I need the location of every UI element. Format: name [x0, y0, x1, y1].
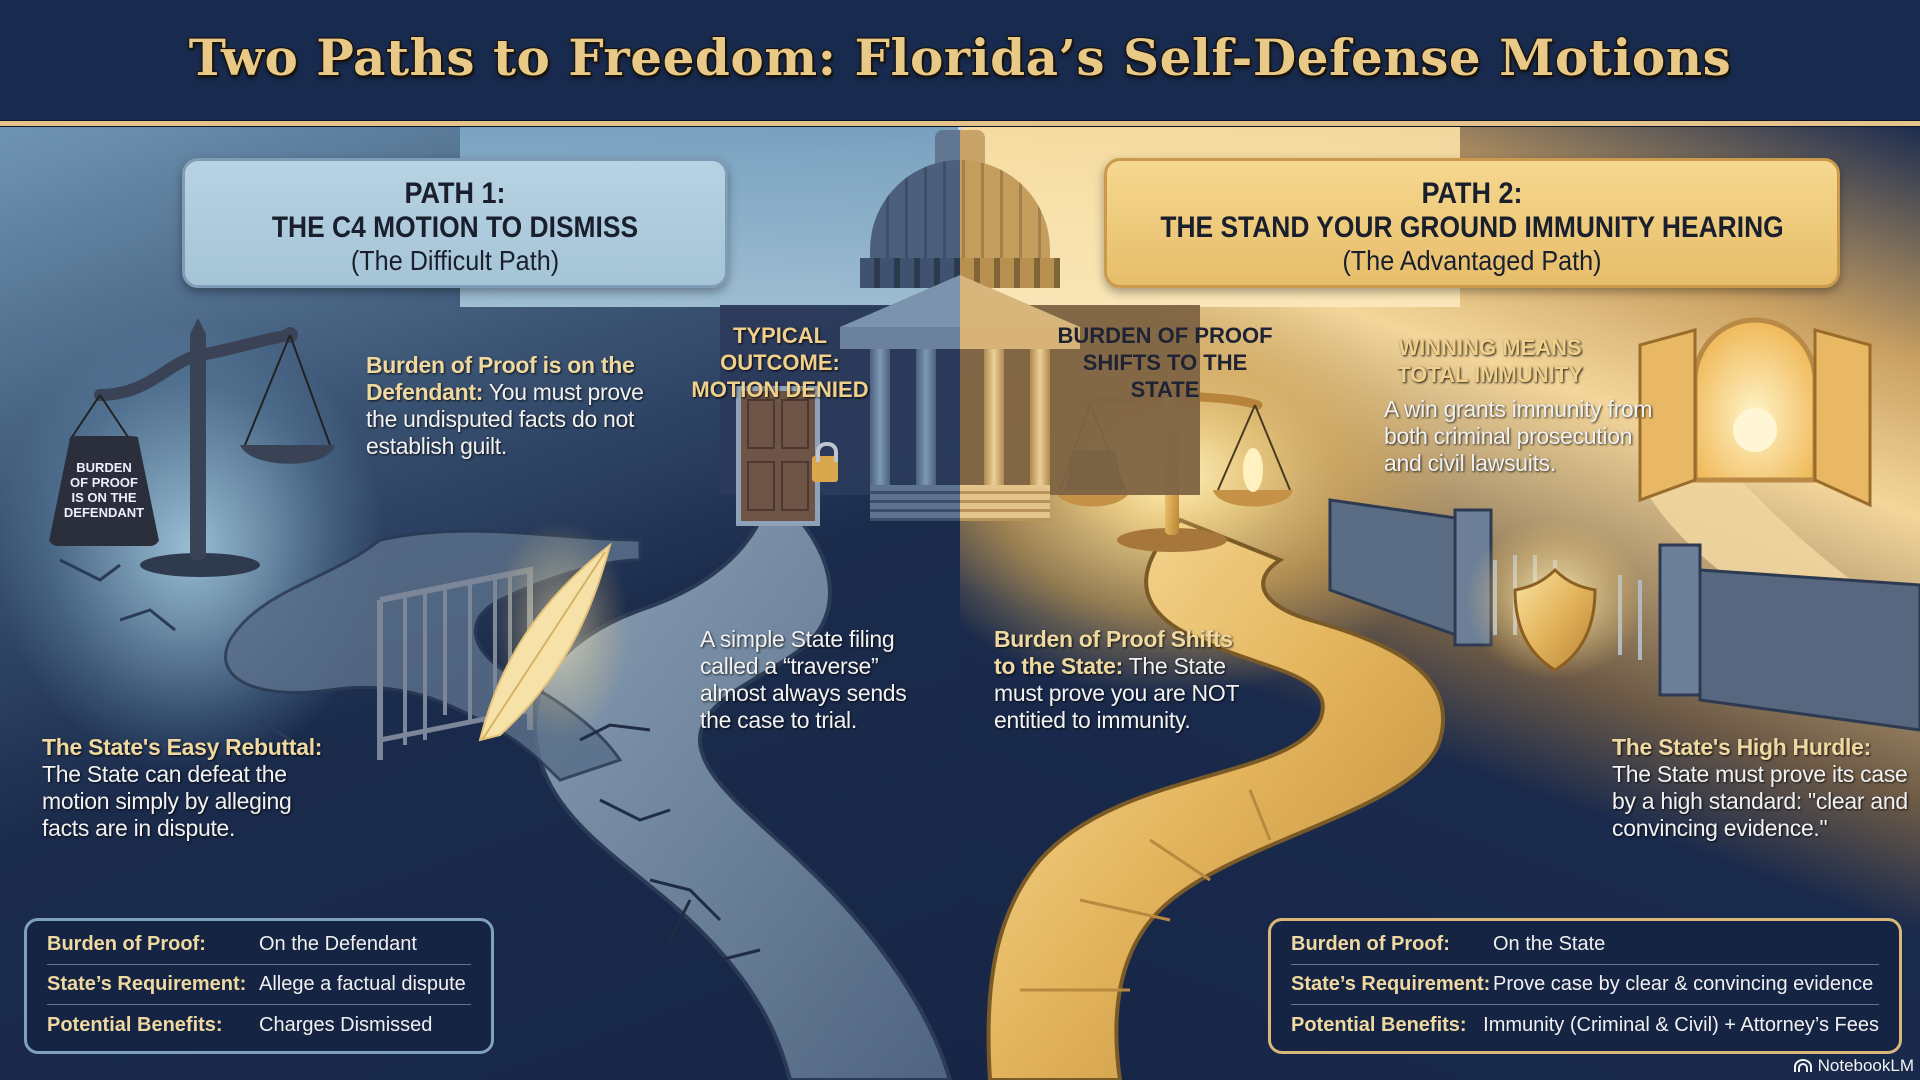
title-divider — [0, 120, 1920, 127]
scales-of-justice-tilted-icon — [69, 318, 335, 577]
notebooklm-brand: NotebookLM — [1793, 1056, 1914, 1076]
path1-header: PATH 1: THE C4 MOTION TO DISMISS (The Di… — [182, 158, 728, 288]
path2-number: PATH 2: — [1421, 177, 1523, 210]
stone-wall-gate — [1328, 498, 1920, 732]
path2-immunity-label: WINNING MEANS TOTAL IMMUNITY — [1397, 335, 1583, 387]
path2-shift-callout: Burden of Proof Shifts to the State: The… — [994, 626, 1239, 733]
path2-subtitle: (The Advantaged Path) — [1342, 245, 1602, 276]
page-title: Two Paths to Freedom: Florida’s Self-Def… — [188, 28, 1732, 87]
path1-traverse-note: A simple State filing called a “traverse… — [700, 626, 907, 733]
path2-shift-label: BURDEN OF PROOF SHIFTS TO THE STATE — [1057, 323, 1273, 402]
summary-row: Potential Benefits: Charges Dismissed — [47, 1013, 433, 1036]
path1-rebuttal-callout: The State's Easy Rebuttal: The State can… — [42, 734, 323, 841]
padlock-icon — [812, 442, 838, 482]
open-doors-sunrise-icon — [1638, 317, 1872, 508]
path2-immunity-note: A win grants immunity from both criminal… — [1384, 396, 1653, 476]
summary-row: Burden of Proof: On the State — [1291, 925, 1879, 965]
golden-path — [986, 480, 1880, 1080]
summary-row: State’s Requirement: Prove case by clear… — [1291, 965, 1879, 1005]
path2-hurdle-callout: The State's High Hurdle: The State must … — [1612, 734, 1908, 841]
notebooklm-logo-icon — [1793, 1059, 1812, 1072]
locked-door-icon — [736, 386, 820, 526]
path2-header: PATH 2: THE STAND YOUR GROUND IMMUNITY H… — [1104, 158, 1840, 288]
summary-row: Potential Benefits: Immunity (Criminal &… — [1291, 1013, 1879, 1036]
path1-number: PATH 1: — [404, 177, 506, 210]
burden-weight-icon: BURDEN OF PROOF IS ON THE DEFENDANT — [48, 436, 160, 546]
path1-burden-callout: Burden of Proof is on the Defendant: You… — [366, 352, 644, 459]
shield-icon — [1465, 520, 1645, 680]
summary-row: Burden of Proof: On the Defendant — [47, 925, 471, 965]
path2-name: THE STAND YOUR GROUND IMMUNITY HEARING — [1160, 211, 1784, 244]
path1-summary-table: Burden of Proof: On the Defendant State’… — [24, 918, 494, 1054]
summary-row: State’s Requirement: Allege a factual di… — [47, 965, 471, 1005]
path2-summary-table: Burden of Proof: On the State State’s Re… — [1268, 918, 1902, 1054]
title-band: Two Paths to Freedom: Florida’s Self-Def… — [0, 0, 1920, 120]
glowing-feather-icon — [478, 520, 630, 742]
path1-name: THE C4 MOTION TO DISMISS — [271, 211, 639, 244]
path1-outcome-label: TYPICAL OUTCOME: MOTION DENIED — [691, 323, 869, 402]
path1-subtitle: (The Difficult Path) — [350, 245, 560, 276]
